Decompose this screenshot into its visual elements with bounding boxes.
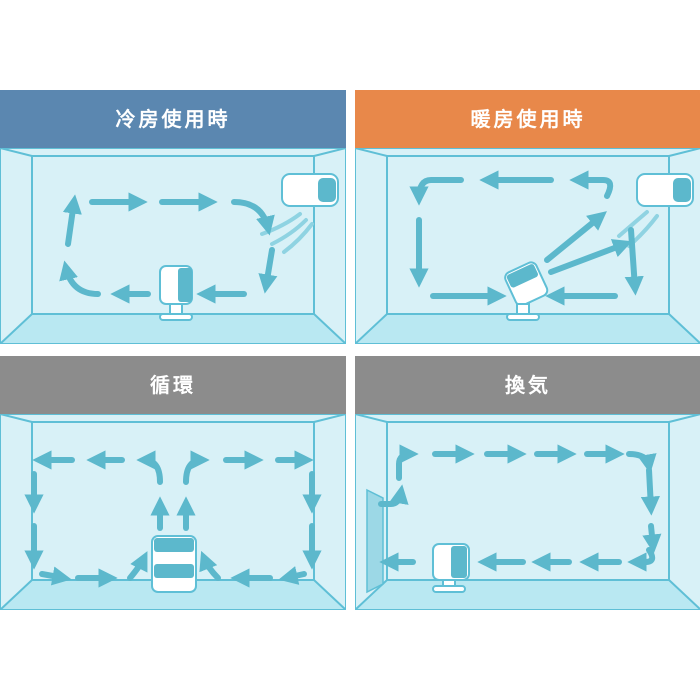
room-diagram-cooling	[0, 148, 346, 344]
panel-title-heating: 暖房使用時	[355, 90, 700, 148]
panel-title-cooling: 冷房使用時	[0, 90, 346, 148]
panel-title-circulation: 循環	[0, 356, 346, 414]
airflow-arrows	[409, 170, 644, 306]
panel-cooling: 冷房使用時	[0, 90, 346, 344]
panel-ventilation: 換気	[355, 356, 700, 610]
panel-heating: 暖房使用時	[355, 90, 700, 344]
circulator-fan-icon	[432, 543, 470, 593]
window-icon	[366, 488, 384, 594]
panel-title-ventilation: 換気	[355, 356, 700, 414]
room-diagram-ventilation	[355, 414, 700, 610]
airflow-arrows	[59, 192, 278, 304]
panel-circulation: 循環	[0, 356, 346, 610]
airflow-arrows	[378, 444, 662, 572]
room-diagram-circulation	[0, 414, 346, 610]
circulator-fan-icon	[159, 265, 193, 321]
air-conditioner-icon	[617, 173, 694, 248]
airflow-arrows	[24, 450, 322, 588]
circulator-fan-icon-upward	[151, 535, 197, 593]
room-diagram-heating	[355, 148, 700, 344]
circulator-fan-icon-tilted	[504, 261, 549, 321]
